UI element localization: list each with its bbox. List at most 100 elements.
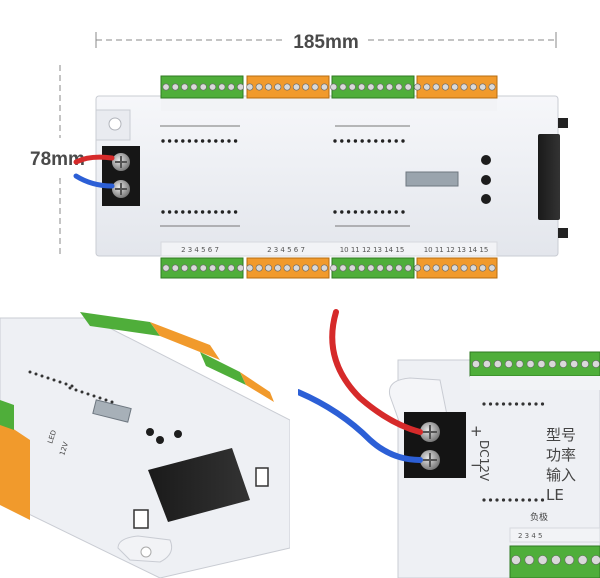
led-dot [161,139,165,143]
height-label: 78mm [30,149,85,170]
led-dot [34,372,38,376]
led-dot [52,378,56,382]
terminal-screw [348,264,356,272]
terminal-screw [413,264,421,272]
led-dot [360,139,364,143]
terminal-screw [469,264,477,272]
width-dimension: 185mm [95,32,557,53]
terminal-screw [237,264,245,272]
led-dot [98,396,102,400]
led-dot [367,139,371,143]
terminal-screw [302,264,310,272]
led-dot [187,139,192,143]
led-dot [380,139,385,143]
terminal-screw [274,83,282,91]
terminal-screw [511,555,521,565]
terminal-screw [432,264,440,272]
terminal-screw [386,83,394,91]
led-dot [401,210,405,214]
terminal-screw [237,83,245,91]
terminal-screw [551,555,561,565]
led-dot [167,210,172,214]
led-dot [194,210,198,214]
red-wire [73,154,115,165]
terminal-screw [255,83,263,91]
terminal-screw [493,360,502,368]
led-dot [346,210,351,214]
bottom-left-photo: LED 12V [0,308,290,578]
led-indicator-dots [161,139,405,214]
terminal-screw [432,83,440,91]
led-dot [227,139,231,143]
plus-sign: + [470,422,483,440]
terminal-screw [386,264,394,272]
led-dot [495,402,499,406]
terminal-screw [302,83,310,91]
led-dot [501,402,506,406]
terminal-screw [423,264,431,272]
terminal-screw [283,83,291,91]
terminal-screw [162,83,170,91]
terminal-screw [483,360,491,368]
led-dot [86,392,90,396]
led-dot [181,139,185,143]
blue-wire [298,389,423,463]
terminal-screw [581,360,589,368]
bottom-terminal-blocks [160,257,498,279]
neg-label: 负极 [530,511,548,523]
led-dot [46,376,50,380]
terminal-screw [311,264,319,272]
led-dot [167,139,172,143]
terminal-screw [320,264,328,272]
terminal-screw [264,264,272,272]
terminal-screw [227,83,235,91]
terminal-screw [548,360,557,368]
led-dot [227,210,231,214]
height-dimension: 78mm [30,65,85,258]
led-dot [521,402,525,406]
led-dot [540,402,545,406]
terminal-screw [264,83,272,91]
led-dot [207,139,211,143]
terminal-screw [423,83,431,91]
led-dot [194,139,198,143]
led-dot [534,498,538,502]
pin-label-2: 2 3 4 5 6 7 [267,246,305,254]
led-dot [514,402,519,406]
led-dot [64,382,68,386]
led-dot [70,384,74,388]
label-line-3: 输入 [546,466,576,484]
led-dot [374,139,378,143]
terminal-screw [441,83,449,91]
led-dot [214,139,218,143]
led-dot [233,210,238,214]
led-dot [394,139,398,143]
terminal-screw [367,83,375,91]
vertical-label-12v: 12V [58,441,70,457]
led-dot [387,139,392,143]
led-dot [174,139,178,143]
terminal-screw [395,264,403,272]
led-dot [501,498,506,502]
terminal-screw [376,83,384,91]
terminal-screw [469,83,477,91]
label-line-1: 型号 [546,426,576,444]
led-dot [92,394,96,398]
terminal-screw [592,360,600,368]
terminal-screw [162,264,170,272]
led-dot [104,398,108,402]
terminal-screw [209,83,217,91]
terminal-screw [404,264,412,272]
terminal-screw [218,83,226,91]
terminal-screw [451,83,459,91]
terminal-screw [515,360,524,368]
led-dot [80,390,84,394]
minus-sign: − [470,456,483,474]
led-dot [482,402,486,406]
terminal-screw [181,83,189,91]
terminal-screw [577,555,588,565]
led-dot [28,370,32,374]
terminal-screw [537,360,546,368]
led-dot [353,139,358,143]
